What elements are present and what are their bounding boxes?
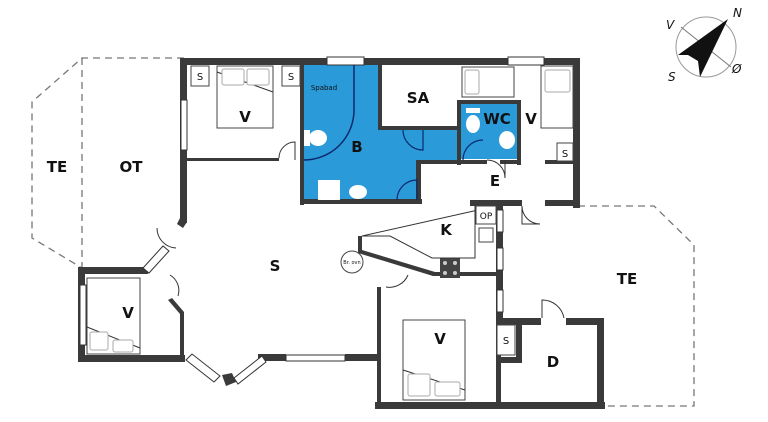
label-stove: Br. ovn [343, 260, 360, 266]
compass-ring [675, 16, 737, 78]
terrace-east-outline [578, 205, 695, 407]
doors [156, 65, 565, 319]
compass-arrow-icon [678, 19, 728, 77]
furniture [86, 65, 574, 401]
label-sauna: SA [407, 89, 430, 107]
label-terrace-east: TE [617, 270, 637, 288]
label-storage-2: S [288, 72, 294, 83]
label-terrace-west: TE [47, 158, 67, 176]
windows [79, 56, 545, 385]
label-bathroom: B [351, 138, 362, 156]
label-storage-4: S [503, 336, 509, 347]
terrace-west-outline [31, 57, 184, 269]
label-living: S [270, 257, 281, 275]
fixture-labels: Spabad Br. ovn OP S S S S [197, 72, 568, 347]
label-entrance: E [490, 172, 500, 190]
label-kitchen: K [440, 221, 453, 239]
label-depot: D [547, 353, 559, 371]
label-storage-3: S [562, 149, 568, 160]
label-spabad: Spabad [311, 84, 337, 92]
label-bedroom-top-right: V [525, 110, 537, 128]
label-wc: WC [483, 110, 511, 128]
compass-west: V [666, 18, 675, 32]
label-bedroom-left: V [122, 304, 134, 322]
label-storage-1: S [197, 72, 203, 83]
label-bedroom-bottom: V [434, 330, 446, 348]
label-open-terrace: OT [120, 158, 144, 176]
compass: N V Ø S [666, 6, 742, 84]
compass-north: N [733, 6, 742, 20]
compass-south: S [668, 70, 676, 84]
room-labels: TE OT V B SA WC V E K S V V TE D [47, 89, 637, 371]
label-dishwasher: OP [480, 212, 493, 222]
compass-east: Ø [731, 62, 742, 76]
label-bedroom-top-left: V [239, 108, 251, 126]
